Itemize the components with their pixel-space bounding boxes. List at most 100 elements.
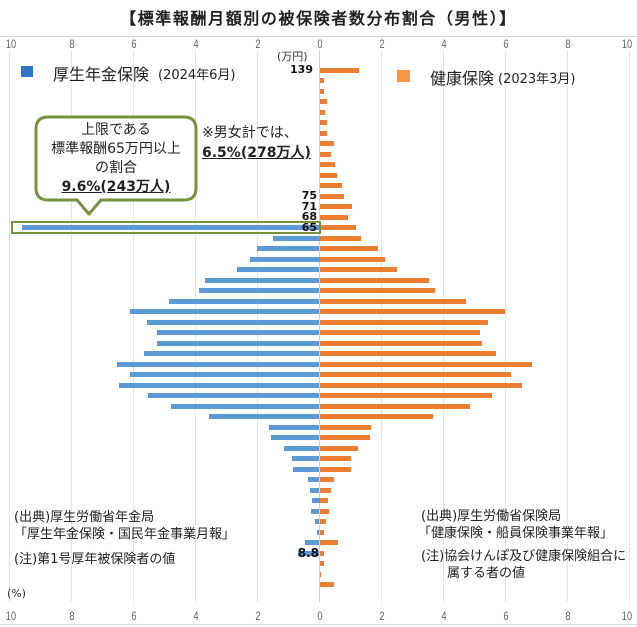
pension-bar: [311, 498, 320, 504]
pension-bar: [144, 351, 320, 357]
health-bar: [319, 109, 325, 115]
health-bar: [319, 88, 325, 94]
pension-bar: [309, 487, 320, 493]
health-bar: [319, 361, 533, 367]
health-bar: [319, 466, 352, 472]
health-bar: [319, 540, 339, 546]
legend-right-name: 健康保険: [430, 69, 495, 88]
salary-grade-label: 75: [301, 189, 317, 203]
tick-label: 8: [565, 37, 571, 51]
health-bar: [319, 498, 329, 504]
health-bar: [319, 330, 480, 336]
health-bar: [319, 130, 328, 136]
tick-label: 6: [503, 37, 509, 51]
health-bar: [319, 120, 328, 126]
health-bar: [319, 214, 349, 220]
pension-bar: [293, 466, 320, 472]
health-bar: [319, 204, 352, 210]
callout-line-2: 標準報酬65万円以上: [51, 141, 181, 157]
pension-bar: [315, 519, 320, 525]
health-bar: [319, 162, 336, 168]
pension-bar: [273, 235, 320, 241]
health-bar: [319, 561, 324, 567]
pension-bar: [268, 424, 320, 430]
gridline: [381, 50, 382, 602]
health-bar: [319, 519, 326, 525]
salary-grade-label: 68: [301, 210, 317, 224]
salary-grade-label: 71: [301, 199, 317, 213]
gridline: [133, 50, 134, 602]
tick-label: 8: [69, 37, 75, 51]
source-right: (出典)厚生労働省保険局 「健康保険・船員保険事業年報」 (注)協会けんぽ及び健…: [418, 508, 626, 582]
salary-grade-label: 139: [290, 63, 313, 76]
health-bar: [319, 172, 337, 178]
health-bar: [319, 456, 352, 462]
x-unit-label: (%): [7, 587, 27, 600]
zero-axis: [319, 50, 320, 602]
total-note: ※男女計では、 6.5%(278万人): [202, 123, 311, 163]
health-bar: [319, 571, 321, 577]
pension-bar: [205, 277, 320, 283]
tick-label: 10: [621, 609, 633, 623]
pension-bar: [130, 372, 320, 378]
tick-label: 4: [441, 609, 447, 623]
source-right-line-1: (出典)厚生労働省保険局: [421, 509, 562, 524]
tick-label: 2: [379, 37, 385, 51]
health-bar: [319, 78, 325, 83]
legend-left-period: (2024年6月): [158, 68, 236, 83]
health-bar: [319, 141, 335, 147]
pension-bar: [147, 319, 320, 325]
health-bar: [319, 508, 330, 514]
source-left: (出典)厚生労働省年金局 「厚生年金保険・国民年金事業月報」 (注)第1号厚年被…: [14, 509, 235, 568]
source-right-line-2: 「健康保険・船員保険事業年報」: [418, 526, 614, 541]
health-bar: [319, 267, 397, 273]
pension-bar: [130, 309, 320, 315]
health-bar: [319, 529, 324, 535]
gridline: [567, 50, 568, 602]
tick-label: 6: [503, 609, 509, 623]
tick-label: 0: [317, 37, 323, 51]
tick-label: 0: [317, 609, 323, 623]
tick-label: 10: [5, 609, 17, 623]
health-bar: [319, 351, 496, 357]
pension-bar: [271, 435, 320, 441]
salary-grade-label: 8.8: [297, 546, 319, 561]
legend-right-period: (2023年3月): [498, 72, 576, 87]
bottom-divider: [0, 624, 637, 625]
health-bar: [319, 256, 385, 262]
health-bar: [319, 288, 436, 294]
health-bar: [319, 487, 331, 493]
health-bar: [319, 382, 522, 388]
note-value: 6.5%(278万人): [202, 145, 311, 161]
health-bar: [319, 550, 325, 556]
pension-bar: [157, 340, 320, 346]
health-bar: [319, 319, 489, 325]
pension-bar: [316, 529, 320, 535]
pension-bar: [304, 540, 320, 546]
pension-bar: [209, 414, 320, 420]
note-line-1: ※男女計では、: [202, 125, 298, 141]
health-bar: [319, 151, 331, 157]
health-bar: [319, 340, 482, 346]
pension-bar: [148, 393, 320, 399]
health-bar: [319, 435, 370, 441]
source-left-line-1: (出典)厚生労働省年金局: [14, 510, 155, 525]
health-bar: [319, 193, 345, 199]
gridline: [195, 50, 196, 602]
salary-grade-label: 65: [301, 220, 317, 234]
tick-label: 4: [193, 37, 199, 51]
pension-bar: [237, 267, 320, 273]
pension-bar: [119, 382, 320, 388]
health-bar: [319, 99, 327, 105]
health-bar: [319, 372, 511, 378]
pension-bar: [298, 550, 320, 556]
title-divider: [0, 36, 637, 37]
pension-bar: [169, 298, 320, 304]
source-left-line-2: 「厚生年金保険・国民年金事業月報」: [14, 527, 236, 542]
legend-swatch-orange: [397, 70, 410, 82]
health-bar: [319, 582, 334, 588]
tick-label: 10: [621, 37, 633, 51]
callout-bubble: 上限である 標準報酬65万円以上 の割合 9.6%(243万人): [36, 121, 196, 197]
pension-bar: [21, 225, 320, 231]
